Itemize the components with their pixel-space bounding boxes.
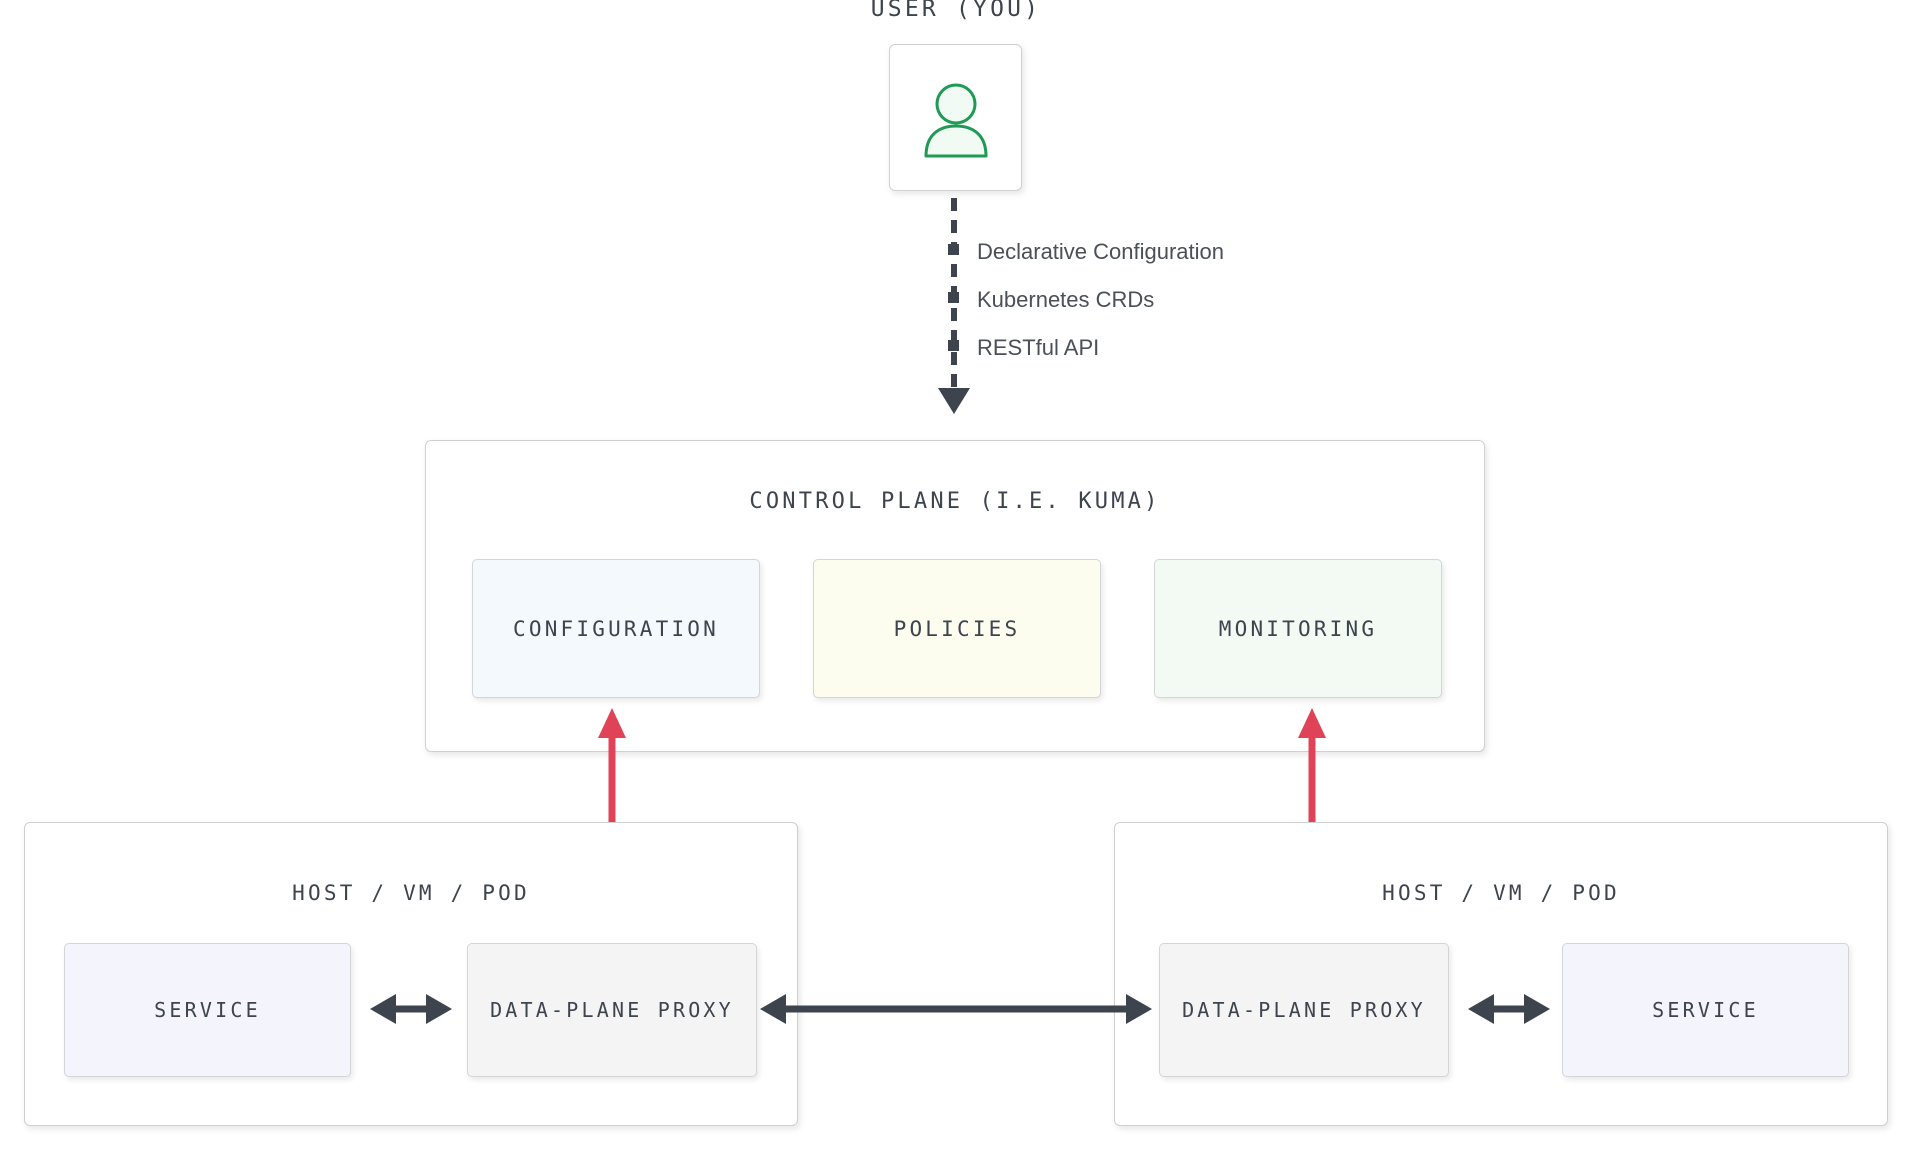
user-box xyxy=(889,44,1022,191)
connector-arrowhead-icon xyxy=(938,388,970,414)
host-container-left: HOST / VM / POD SERVICE DATA-PLANE PROXY xyxy=(24,822,798,1126)
bullet-icon-1 xyxy=(948,292,959,303)
connector-label-1: Kubernetes CRDs xyxy=(977,287,1155,312)
bullet-icon-2 xyxy=(948,340,959,351)
service-card-label: SERVICE xyxy=(154,998,261,1022)
control-plane-card-monitoring[interactable]: MONITORING xyxy=(1154,559,1442,698)
control-plane-card-label: MONITORING xyxy=(1218,616,1378,641)
service-card-label: SERVICE xyxy=(1652,998,1759,1022)
service-card-left[interactable]: SERVICE xyxy=(64,943,351,1077)
data-plane-proxy-card-left[interactable]: DATA-PLANE PROXY xyxy=(467,943,757,1077)
data-plane-proxy-card-right[interactable]: DATA-PLANE PROXY xyxy=(1159,943,1449,1077)
mesh-arrow-proxy-to-proxy xyxy=(760,994,1152,1024)
control-plane-title: CONTROL PLANE (I.E. KUMA) xyxy=(749,489,1161,514)
connector-label-2: RESTful API xyxy=(977,335,1100,360)
control-plane-card-policies[interactable]: POLICIES xyxy=(813,559,1101,698)
mesh-arrow-proxy-service-right xyxy=(1468,994,1550,1024)
host-title-left: HOST / VM / POD xyxy=(292,881,530,905)
bullet-icon-0 xyxy=(948,244,959,255)
connector-label-0: Declarative Configuration xyxy=(977,239,1225,264)
data-plane-proxy-card-label: DATA-PLANE PROXY xyxy=(1182,998,1426,1022)
mesh-arrow-service-proxy-left xyxy=(370,994,452,1024)
service-card-right[interactable]: SERVICE xyxy=(1562,943,1849,1077)
host-title-right: HOST / VM / POD xyxy=(1382,881,1620,905)
user-title: USER (YOU) xyxy=(870,0,1042,22)
control-plane-card-label: CONFIGURATION xyxy=(513,616,719,641)
control-plane-card-label: POLICIES xyxy=(893,616,1021,641)
host-container-right: HOST / VM / POD DATA-PLANE PROXY SERVICE xyxy=(1114,822,1888,1126)
control-plane-container: CONTROL PLANE (I.E. KUMA) CONFIGURATION … xyxy=(425,440,1485,752)
control-plane-card-configuration[interactable]: CONFIGURATION xyxy=(472,559,760,698)
user-icon xyxy=(890,45,1021,190)
data-plane-proxy-card-label: DATA-PLANE PROXY xyxy=(490,998,734,1022)
